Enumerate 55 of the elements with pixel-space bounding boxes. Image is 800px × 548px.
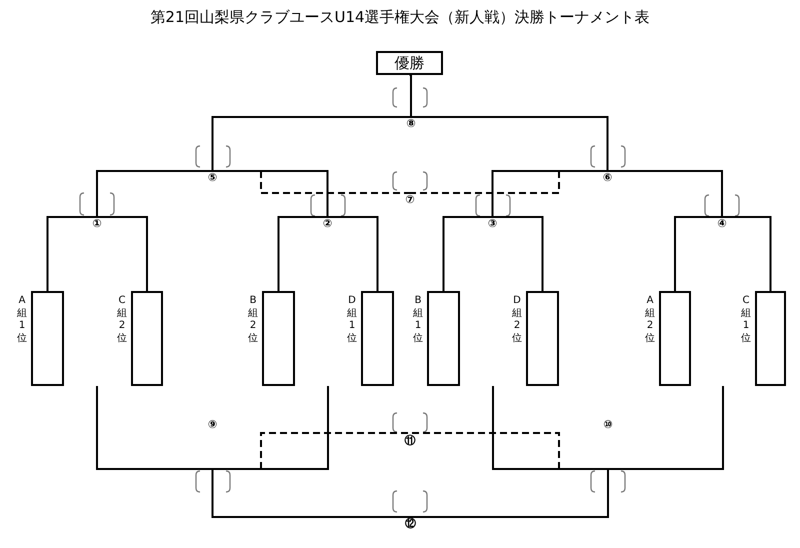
bracket-line xyxy=(96,170,212,217)
match-number: ③ xyxy=(488,218,498,230)
match-number: ② xyxy=(322,218,332,230)
group-rank-label: A組2位 xyxy=(645,295,655,345)
group-rank-label: D組2位 xyxy=(512,295,522,345)
bracket-line xyxy=(46,216,97,291)
team-slot-box xyxy=(659,291,691,386)
team-slot-box xyxy=(427,291,460,386)
match-number: ⑥ xyxy=(602,172,612,184)
bracket-line xyxy=(608,170,723,217)
team-slot-box xyxy=(131,291,163,386)
bracket-line xyxy=(492,386,608,470)
dashed-bracket-line xyxy=(410,432,560,469)
group-rank-label: B組2位 xyxy=(248,295,258,345)
bracket-line xyxy=(278,216,328,291)
bracket-line xyxy=(328,216,378,291)
bracket-line xyxy=(722,216,772,291)
bracket-line xyxy=(96,386,212,470)
bracket-line xyxy=(212,469,410,518)
bracket-line xyxy=(410,469,609,518)
match-number: ⑨ xyxy=(208,419,218,431)
group-rank-label: B組1位 xyxy=(413,295,423,345)
group-rank-label: A組1位 xyxy=(17,295,27,345)
dashed-bracket-line xyxy=(260,171,410,194)
match-number: ④ xyxy=(717,218,727,230)
group-rank-label: D組1位 xyxy=(347,295,357,345)
bracket-line xyxy=(97,216,148,291)
bracket-line xyxy=(442,216,492,291)
bracket-line xyxy=(492,170,608,217)
match-number: ⑫ xyxy=(405,518,416,530)
team-slot-box xyxy=(755,291,786,386)
team-slot-box xyxy=(526,291,559,386)
team-slot-box xyxy=(31,291,64,386)
bracket-line xyxy=(212,386,329,470)
bracket-line xyxy=(411,116,608,171)
champion-box: 優勝 xyxy=(376,51,443,75)
match-number: ① xyxy=(92,218,102,230)
match-number: ⑦ xyxy=(405,194,415,206)
dashed-bracket-line xyxy=(410,171,560,194)
bracket-line xyxy=(674,216,722,291)
bracket-line xyxy=(212,116,411,171)
match-number: ⑩ xyxy=(603,419,613,431)
bracket-line xyxy=(608,386,724,470)
team-slot-box xyxy=(361,291,394,386)
match-number: ⑤ xyxy=(208,172,218,184)
match-number: ⑧ xyxy=(406,118,416,130)
title: 第21回山梨県クラブユースU14選手権大会（新人戦）決勝トーナメント表 xyxy=(149,8,651,27)
bracket-line xyxy=(212,170,328,217)
bracket-line xyxy=(410,74,412,117)
bracket-line xyxy=(492,216,544,291)
group-rank-label: C組1位 xyxy=(741,295,751,345)
team-slot-box xyxy=(262,291,295,386)
match-number: ⑪ xyxy=(404,435,416,447)
dashed-bracket-line xyxy=(260,432,410,469)
group-rank-label: C組2位 xyxy=(117,295,127,345)
